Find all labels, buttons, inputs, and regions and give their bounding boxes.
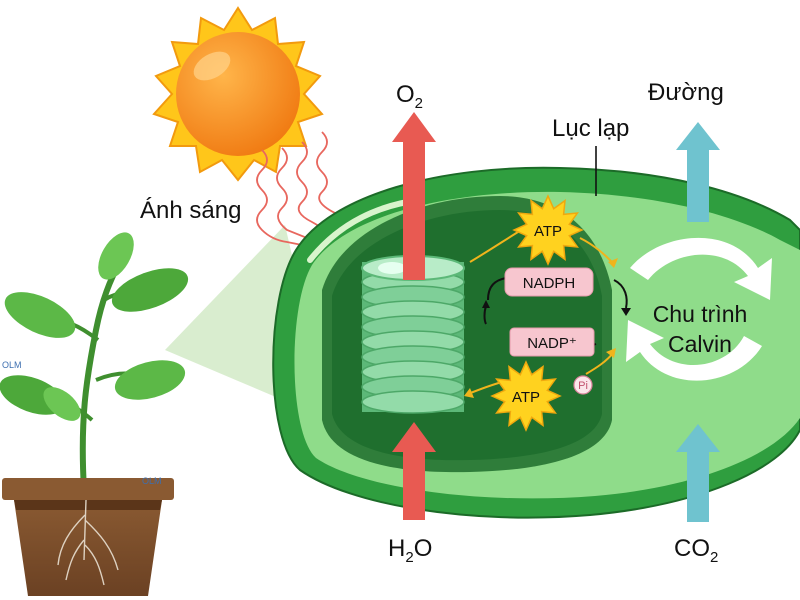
calvin-cycle-arrows bbox=[626, 237, 772, 381]
water-label-sub: 2 bbox=[405, 549, 413, 566]
plant-icon bbox=[0, 232, 189, 491]
oxygen-label-sub: 2 bbox=[415, 95, 423, 112]
watermark-plant: OLM bbox=[142, 476, 162, 486]
pot-icon bbox=[2, 478, 174, 596]
nadp-label: NADP⁺ bbox=[527, 335, 577, 352]
calvin-line1: Chu trình bbox=[653, 301, 748, 327]
atp-bottom-star bbox=[490, 360, 562, 432]
water-label: H2O bbox=[388, 535, 432, 566]
oxygen-arrow bbox=[392, 112, 436, 280]
co2-arrow bbox=[676, 424, 720, 522]
water-label-post: O bbox=[414, 535, 433, 562]
water-arrow bbox=[392, 422, 436, 520]
atp-flow-arrowheads bbox=[464, 258, 618, 398]
nadp-pill bbox=[509, 327, 595, 357]
calvin-line2: Calvin bbox=[668, 331, 732, 357]
thylakoid-disc bbox=[361, 390, 465, 414]
light-label: Ánh sáng bbox=[140, 197, 241, 224]
granum-stack bbox=[361, 255, 465, 414]
co2-label-sub: 2 bbox=[710, 549, 718, 566]
co2-label: CO2 bbox=[674, 535, 718, 566]
chloroplast-label: Lục lạp bbox=[552, 115, 629, 142]
co2-label-main: CO bbox=[674, 535, 710, 562]
atp-top-label: ATP bbox=[534, 223, 562, 240]
nadph-label: NADPH bbox=[523, 275, 576, 292]
oxygen-label: O2 bbox=[396, 81, 423, 112]
water-label-pre: H bbox=[388, 535, 405, 562]
sun-icon bbox=[152, 6, 324, 182]
pi-label: Pi bbox=[578, 380, 588, 392]
sugar-arrow bbox=[676, 122, 720, 222]
pi-badge bbox=[573, 375, 593, 395]
atp-top-star bbox=[512, 194, 584, 266]
sugar-label: Đường bbox=[648, 79, 724, 106]
nadph-pill bbox=[504, 267, 594, 297]
light-rays bbox=[256, 131, 368, 251]
oxygen-label-main: O bbox=[396, 81, 415, 108]
watermark-leaf: OLM bbox=[2, 360, 22, 370]
atp-bottom-label: ATP bbox=[512, 389, 540, 406]
